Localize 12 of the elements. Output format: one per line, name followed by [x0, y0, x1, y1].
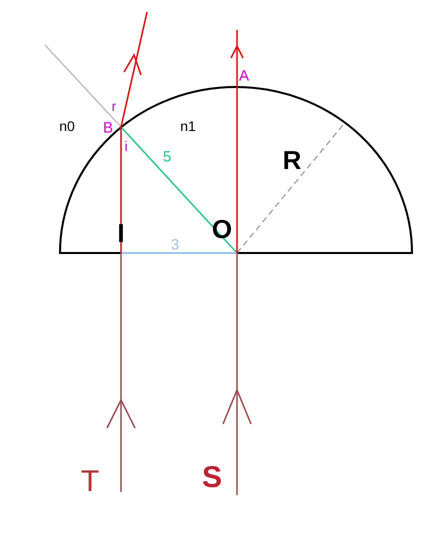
point-label: B — [103, 120, 113, 136]
angle-label: r — [112, 99, 116, 113]
medium-label: n1 — [180, 119, 196, 133]
length-label: 5 — [162, 150, 172, 164]
radius-label: R — [282, 147, 302, 173]
ray-label: T — [80, 467, 100, 497]
medium-label: n0 — [59, 119, 75, 133]
length-label: 3 — [170, 238, 180, 252]
ray-label: S — [202, 463, 222, 493]
angle-label: i — [124, 139, 128, 153]
point-label: A — [239, 68, 249, 84]
point-label: O — [212, 216, 232, 242]
